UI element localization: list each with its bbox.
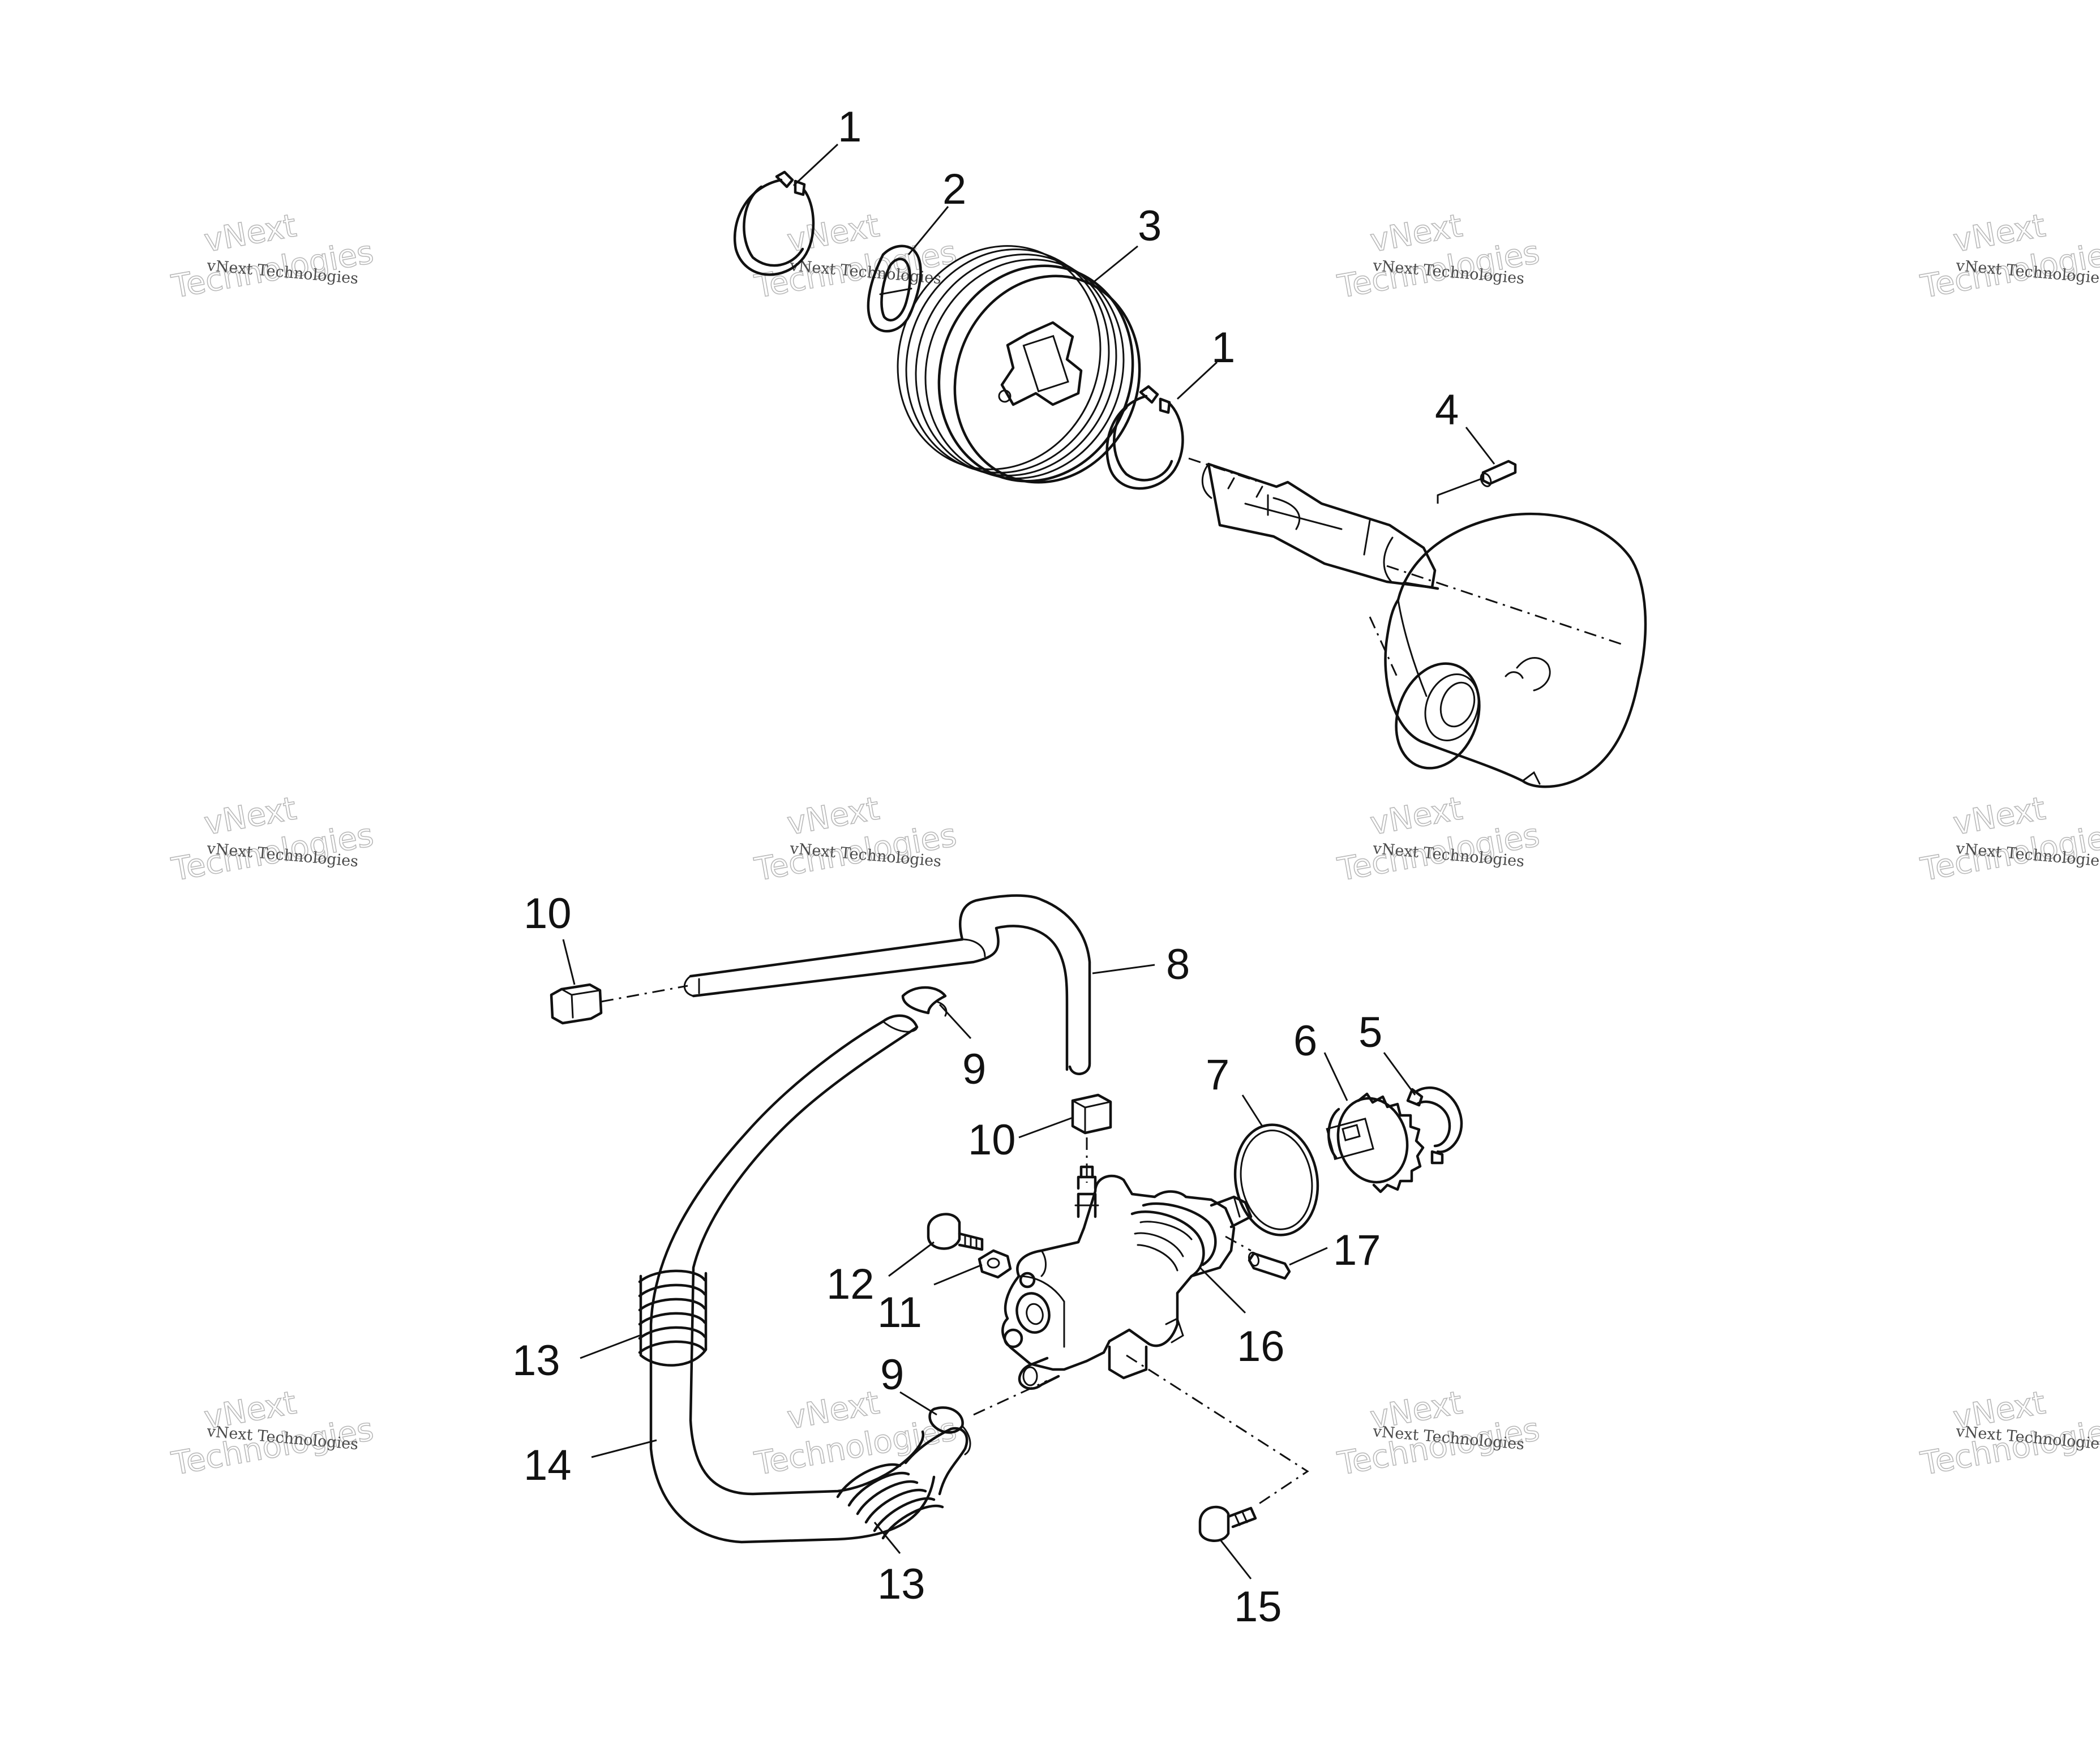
callout-6: 6 <box>1293 1017 1317 1065</box>
callout-5: 5 <box>1358 1008 1382 1057</box>
pulley-icon <box>897 245 1141 484</box>
callout-1-upper: 1 <box>838 103 862 151</box>
watermark-2: vNext Technologies <box>751 207 959 306</box>
callout-16: 16 <box>1237 1323 1285 1371</box>
leader-lines <box>562 143 1495 1579</box>
callout-labels: 1 2 3 1 4 10 8 9 10 7 6 5 17 12 11 16 13… <box>512 103 1459 1631</box>
bolt-icon <box>927 1213 984 1251</box>
callout-4: 4 <box>1435 386 1459 434</box>
callout-9-upper: 9 <box>962 1045 986 1093</box>
hose-clamp-icon <box>1071 1093 1112 1135</box>
hose-icon <box>683 894 1091 1075</box>
callout-7: 7 <box>1206 1051 1229 1099</box>
watermark-3: vNext Technologies <box>1334 207 1542 306</box>
callout-10-upper: 10 <box>524 890 572 938</box>
callout-15: 15 <box>1234 1583 1282 1631</box>
clip-icon <box>901 986 948 1017</box>
callout-12: 12 <box>826 1260 875 1308</box>
gear-icon <box>1326 1092 1425 1193</box>
crankshaft-icon <box>1201 462 1647 788</box>
pin-icon <box>1248 1251 1291 1280</box>
circlip-icon <box>1105 385 1184 490</box>
oil-pump-icon <box>1001 1165 1253 1390</box>
callout-8: 8 <box>1166 941 1190 989</box>
callout-3: 3 <box>1138 202 1162 250</box>
alignment-line <box>1369 616 1399 680</box>
callout-2: 2 <box>942 165 966 213</box>
callout-17: 17 <box>1333 1226 1381 1274</box>
o-ring-icon <box>1233 1123 1319 1236</box>
watermark-6: vNext Technologies <box>751 790 959 889</box>
callout-14: 14 <box>524 1441 572 1489</box>
callout-13-lower: 13 <box>877 1560 925 1608</box>
callout-9-lower: 9 <box>880 1351 904 1399</box>
alignment-line <box>973 1380 1048 1416</box>
callout-1-lower: 1 <box>1211 324 1235 372</box>
clip-icon <box>928 1406 971 1455</box>
watermark-1: vNext Technologies <box>168 207 376 306</box>
callout-10-lower: 10 <box>968 1116 1016 1164</box>
watermark-8: vNext Technologies <box>1917 790 2100 889</box>
circlip-icon <box>1406 1086 1463 1165</box>
callout-13-upper: 13 <box>512 1337 560 1385</box>
alignment-line <box>1386 565 1625 646</box>
hose-clamp-13-upper <box>638 1269 708 1367</box>
callout-11: 11 <box>877 1289 922 1337</box>
screw-icon <box>1198 1505 1257 1542</box>
hose-clamp-icon <box>550 983 603 1025</box>
intake-hose-icon <box>638 1014 968 1544</box>
washer-icon <box>978 1249 1012 1279</box>
alignment-line <box>1188 457 1257 482</box>
watermark-4: vNext Technologies <box>1917 207 2100 306</box>
watermark-7: vNext Technologies <box>1334 790 1542 889</box>
watermark-5: vNext Technologies <box>168 790 376 889</box>
watermark-10: vNext Technologies <box>751 1384 959 1483</box>
pin-leader <box>1437 477 1484 504</box>
watermark-9: vNext Technologies <box>168 1384 376 1483</box>
alignment-line <box>601 985 688 1003</box>
hose-clamp-13-lower <box>836 1463 944 1540</box>
circlip-icon <box>733 170 815 276</box>
pin-icon <box>1480 460 1517 487</box>
alignment-line <box>1225 1235 1252 1252</box>
watermark-11: vNext Technologies <box>1334 1384 1542 1483</box>
alignment-line <box>1126 1354 1309 1506</box>
